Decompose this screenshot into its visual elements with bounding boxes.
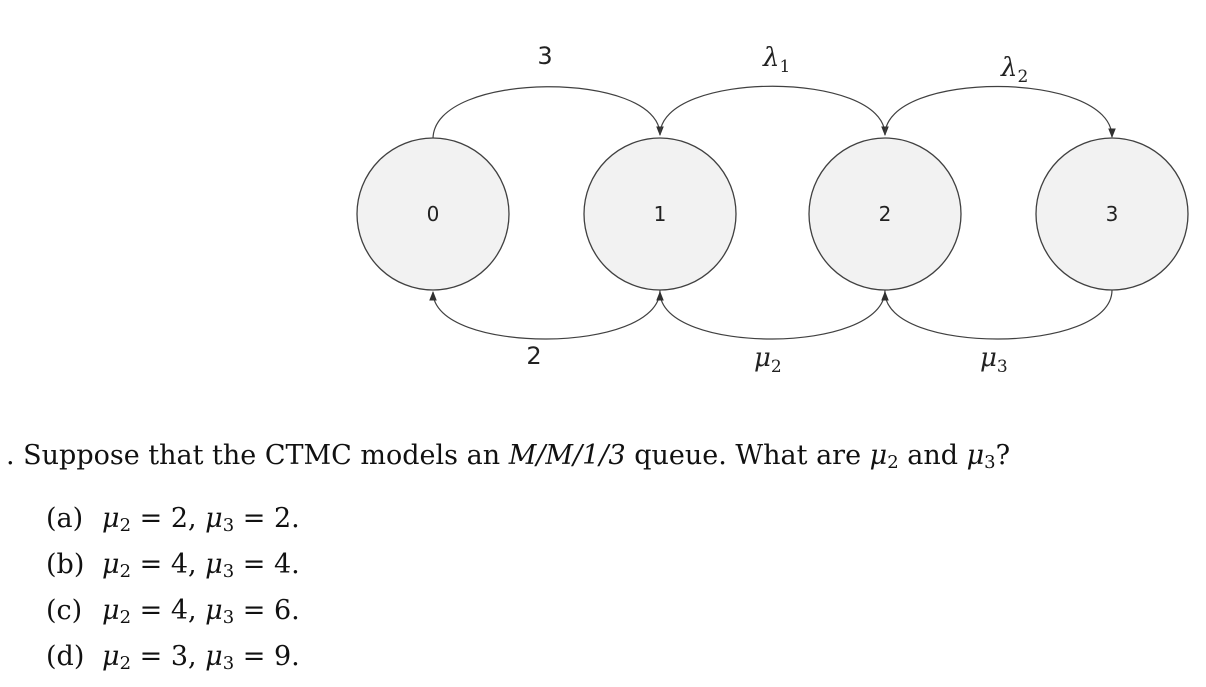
option-label: (d) [46, 641, 85, 672]
rate-label-2-to-3: λ2 [1000, 53, 1028, 87]
question-text: . Suppose that the CTMC models an M/M/1/… [6, 440, 1011, 473]
state-label-2: 2 [879, 202, 892, 226]
option-b[interactable]: (b)μ2 = 4, μ3 = 4. [46, 542, 300, 588]
state-node-0: 0 [356, 137, 510, 291]
state-node-1: 1 [583, 137, 737, 291]
arc-2-to-3 [884, 85, 1116, 138]
state-label-0: 0 [427, 202, 440, 226]
rate-label-0-to-1: 3 [537, 42, 552, 70]
arc-0-to-1 [432, 86, 664, 140]
arc-1-to-2 [659, 85, 889, 136]
arc-3-to-2 [881, 289, 1113, 340]
arc-2-to-1 [656, 289, 886, 340]
option-label: (a) [46, 503, 84, 534]
option-c[interactable]: (c)μ2 = 4, μ3 = 6. [46, 588, 300, 634]
rate-label-1-to-0: 2 [526, 342, 541, 370]
rate-label-2-to-1: μ2 [754, 343, 782, 377]
state-node-2: 2 [808, 137, 962, 291]
rate-label-3-to-2: μ3 [980, 343, 1008, 377]
answer-options: (a)μ2 = 2, μ3 = 2. (b)μ2 = 4, μ3 = 4. (c… [46, 496, 300, 680]
state-label-3: 3 [1106, 202, 1119, 226]
rate-label-1-to-2: λ1 [762, 43, 790, 77]
state-node-3: 3 [1035, 137, 1189, 291]
option-d[interactable]: (d)μ2 = 3, μ3 = 9. [46, 634, 300, 680]
option-a[interactable]: (a)μ2 = 2, μ3 = 2. [46, 496, 300, 542]
arc-1-to-0 [429, 289, 661, 340]
option-label: (c) [46, 595, 83, 626]
ctmc-diagram: 0 1 2 3 3 λ1 λ2 2 μ2 μ3 [356, 42, 1189, 377]
queue-model: M/M/1/3 [508, 440, 626, 471]
state-label-1: 1 [654, 202, 667, 226]
option-label: (b) [46, 549, 85, 580]
